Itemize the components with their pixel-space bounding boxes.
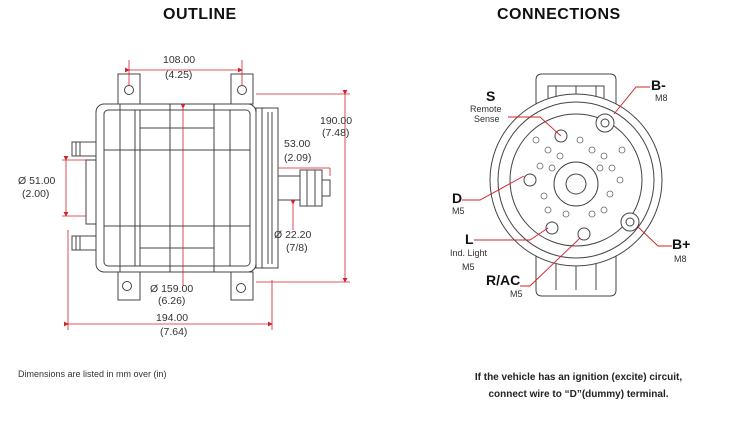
terminal-bplus-size: M8 bbox=[674, 254, 687, 264]
dim-body-dia-in: (6.26) bbox=[158, 295, 185, 307]
terminal-rac-size: M5 bbox=[510, 289, 523, 299]
dim-left-mm: Ø 51.00 bbox=[18, 175, 56, 187]
terminal-bplus-label: B+ bbox=[672, 236, 690, 252]
dim-right-mm: 190.00 bbox=[320, 115, 352, 127]
terminal-s-label: S bbox=[486, 88, 495, 104]
terminal-bminus-size: M8 bbox=[655, 93, 668, 103]
alternator-rear-view bbox=[489, 73, 663, 297]
dim-right-in: (7.48) bbox=[322, 127, 349, 139]
dimensions-note: Dimensions are listed in mm over (in) bbox=[18, 369, 167, 379]
terminal-l-desc: Ind. Light bbox=[450, 248, 488, 258]
alternator-side-view bbox=[71, 73, 331, 301]
terminal-d-label: D bbox=[452, 190, 462, 206]
ignition-note-line-2: connect wire to “D”(dummy) terminal. bbox=[488, 389, 669, 400]
terminal-l-size: M5 bbox=[462, 262, 475, 272]
dim-top-in: (4.25) bbox=[165, 69, 192, 81]
terminal-rac-label: R/AC bbox=[486, 272, 520, 288]
connections-title: CONNECTIONS bbox=[497, 6, 621, 23]
dimension-lines bbox=[62, 60, 350, 330]
dim-shaft-dia-in: (7/8) bbox=[286, 242, 308, 254]
dim-bottom-in: (7.64) bbox=[160, 326, 187, 338]
outline-title: OUTLINE bbox=[163, 6, 237, 23]
dim-body-dia-mm: Ø 159.00 bbox=[150, 283, 193, 295]
terminal-bminus-label: B- bbox=[651, 77, 666, 93]
vent-holes bbox=[532, 136, 626, 218]
dim-left-in: (2.00) bbox=[22, 188, 49, 200]
ignition-note: If the vehicle has an ignition (excite) … bbox=[446, 369, 711, 403]
dim-bottom-mm: 194.00 bbox=[156, 312, 188, 324]
dim-shaft-dia-mm: Ø 22.20 bbox=[274, 229, 312, 241]
terminal-leaders bbox=[462, 86, 672, 287]
terminal-d-size: M5 bbox=[452, 206, 465, 216]
dim-shaft-len-mm: 53.00 bbox=[284, 138, 310, 150]
terminal-s-desc2: Sense bbox=[474, 114, 500, 124]
dim-top-mm: 108.00 bbox=[163, 54, 195, 66]
dim-shaft-len-in: (2.09) bbox=[284, 152, 311, 164]
terminal-l-label: L bbox=[465, 231, 474, 247]
ignition-note-line-1: If the vehicle has an ignition (excite) … bbox=[474, 372, 683, 383]
terminal-s-desc1: Remote bbox=[470, 104, 502, 114]
